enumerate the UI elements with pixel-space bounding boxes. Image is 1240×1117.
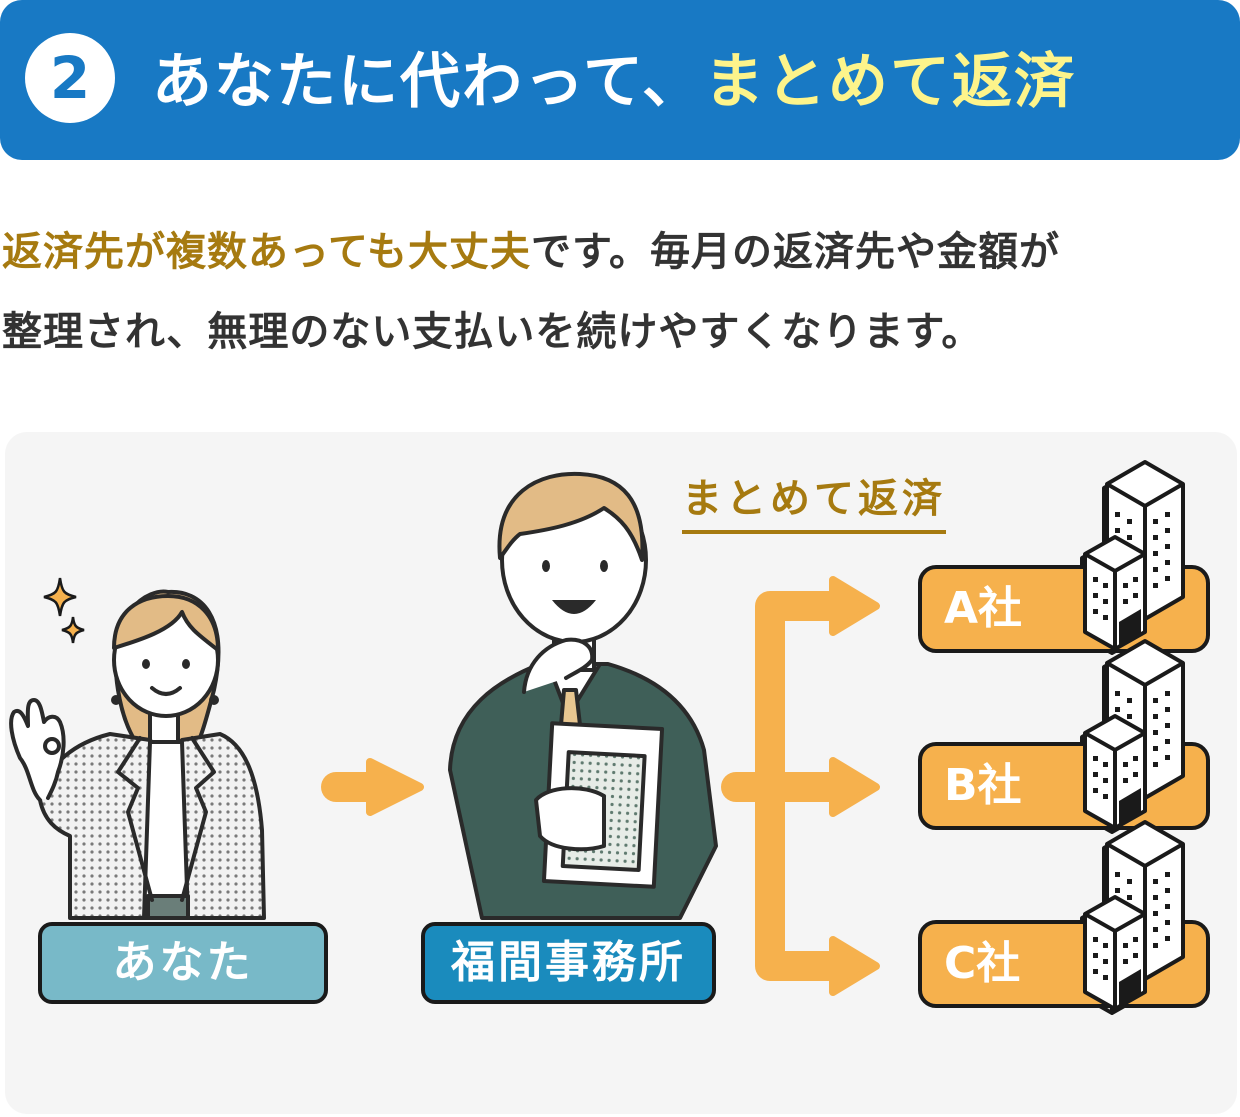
bulk-repayment-label: まとめて返済 [682, 470, 946, 534]
distribution-arrows [721, 591, 851, 981]
woman-face [142, 659, 190, 696]
man-face [542, 560, 608, 614]
description: 返済先が複数あっても大丈夫です。毎月の返済先や金額が 整理され、無理のない支払い… [2, 212, 1238, 372]
header-banner: 2 あなたに代わって、まとめて返済 [0, 0, 1240, 160]
sparkle-icon [43, 577, 85, 644]
you-label: あなた [38, 922, 328, 1004]
description-line2: 整理され、無理のない支払いを続けやすくなります。 [2, 309, 983, 355]
company-b-label: B社 [944, 760, 1022, 811]
description-emphasis: 返済先が複数あっても大丈夫 [2, 229, 531, 275]
company-a-box: A社 [918, 565, 1210, 653]
arrow-to-office [321, 758, 424, 816]
company-c-box: C社 [918, 920, 1210, 1008]
arrow-head-a [829, 576, 880, 636]
man-illustration [448, 471, 718, 920]
title-main: あなたに代わって、 [152, 47, 704, 117]
company-c-label: C社 [944, 938, 1021, 989]
header-title: あなたに代わって、まとめて返済 [152, 42, 1076, 122]
title-highlight: まとめて返済 [704, 47, 1076, 117]
company-a-label: A社 [944, 583, 1023, 634]
woman-illustration [9, 589, 266, 920]
arrow-head-b [829, 757, 880, 817]
arrow-head-c [829, 936, 880, 996]
step-number-badge: 2 [25, 33, 115, 123]
description-line1-rest: です。毎月の返済先や金額が [531, 229, 1060, 275]
office-label: 福間事務所 [421, 922, 716, 1004]
company-b-box: B社 [918, 742, 1210, 830]
